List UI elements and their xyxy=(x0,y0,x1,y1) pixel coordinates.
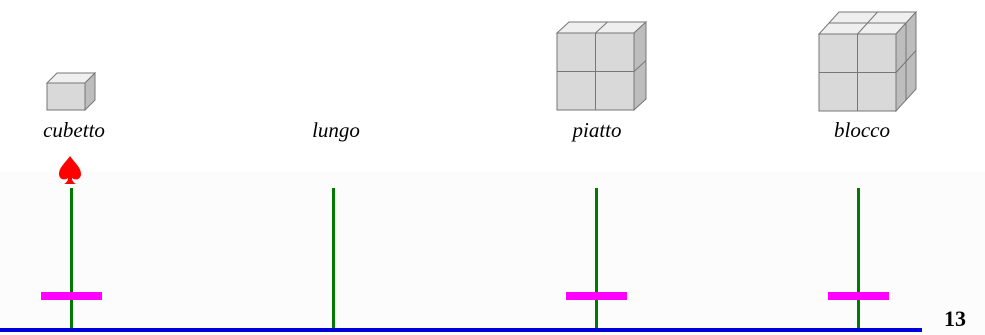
bead-cubetto xyxy=(41,292,102,300)
label-cubetto: cubetto xyxy=(43,118,105,142)
abacus-panel xyxy=(0,172,985,335)
label-blocco: blocco xyxy=(834,118,890,142)
spade-icon xyxy=(59,156,81,184)
total-value: 13 xyxy=(944,306,966,331)
flat-cube-icon xyxy=(555,20,648,112)
bead-blocco xyxy=(828,292,889,300)
block-cube-icon xyxy=(817,10,918,113)
bead-piatto xyxy=(566,292,627,300)
small-cube-icon xyxy=(45,71,97,112)
label-piatto: piatto xyxy=(572,118,622,142)
label-lungo: lungo xyxy=(312,118,360,142)
